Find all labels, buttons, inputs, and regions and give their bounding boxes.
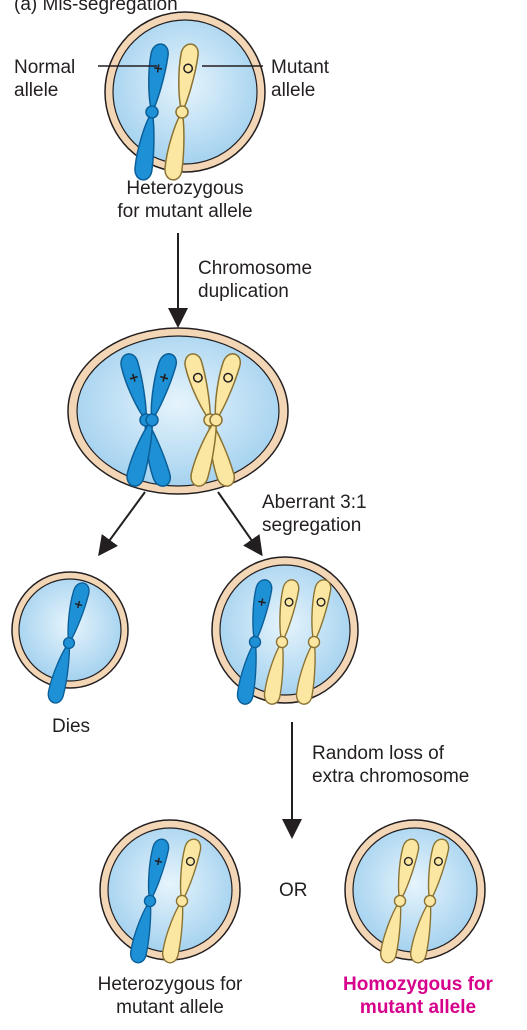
cell-heterozygous-bottom — [99, 819, 241, 965]
panel-title: (a) Mis-segregation — [14, 0, 178, 15]
arrow-to-trisomic — [217, 491, 263, 557]
cell-duplicated — [67, 327, 289, 495]
random-loss-label: Random loss of extra chromosome — [312, 743, 470, 787]
aberrant-segregation-label: Aberrant 3:1 segregation — [262, 492, 367, 536]
heterozygous-bottom-label: Heterozygous for mutant allele — [97, 974, 243, 1018]
homozygous-bottom-label: Homozygous for mutant allele — [343, 974, 493, 1018]
cell-trisomic — [211, 556, 359, 707]
or-label: OR — [279, 880, 308, 901]
cell-heterozygous-top — [104, 11, 266, 182]
normal-allele-label: Normal allele — [14, 57, 76, 101]
heterozygous-top-label: Heterozygous for mutant allele — [117, 178, 253, 222]
cell-homozygous-bottom — [344, 819, 486, 965]
dies-label: Dies — [52, 716, 91, 737]
arrow-to-dies — [98, 491, 146, 557]
cell-dies — [11, 571, 129, 706]
chromosome-duplication-label: Chromosome duplication — [198, 258, 313, 302]
mutant-allele-label: Mutant allele — [271, 57, 330, 101]
